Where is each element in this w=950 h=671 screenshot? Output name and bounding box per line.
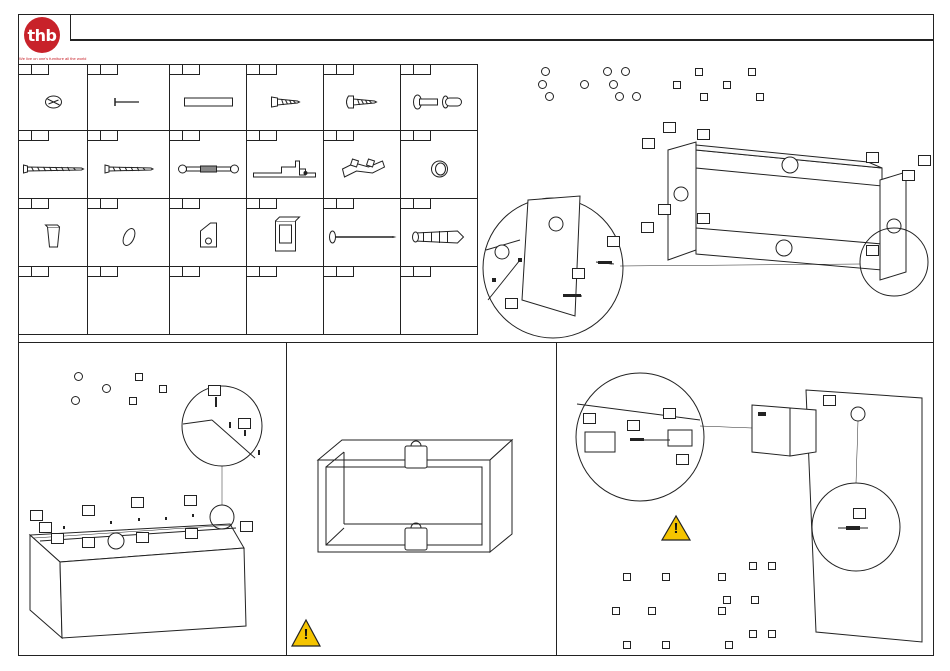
part-ref-box — [662, 573, 670, 581]
part-ref-box — [723, 596, 731, 604]
part-ref-box — [725, 641, 733, 649]
part-ref-box — [648, 607, 656, 615]
part-ref-box — [749, 630, 757, 638]
step-part-label — [583, 413, 596, 424]
step-part-label — [853, 508, 866, 519]
step-part-label — [823, 395, 836, 406]
part-ref-box — [751, 596, 759, 604]
part-ref-box — [662, 641, 670, 649]
step-part-label — [676, 454, 689, 465]
part-ref-box — [718, 573, 726, 581]
part-ref-box — [612, 607, 620, 615]
part-ref-box — [749, 562, 757, 570]
part-ref-box — [768, 562, 776, 570]
warning-symbol: ! — [660, 520, 692, 537]
part-ref-box — [768, 630, 776, 638]
step-part-label — [663, 408, 676, 419]
part-ref-box — [718, 607, 726, 615]
part-ref-box — [623, 641, 631, 649]
part-ref-box — [623, 573, 631, 581]
step-part-label — [627, 420, 640, 431]
